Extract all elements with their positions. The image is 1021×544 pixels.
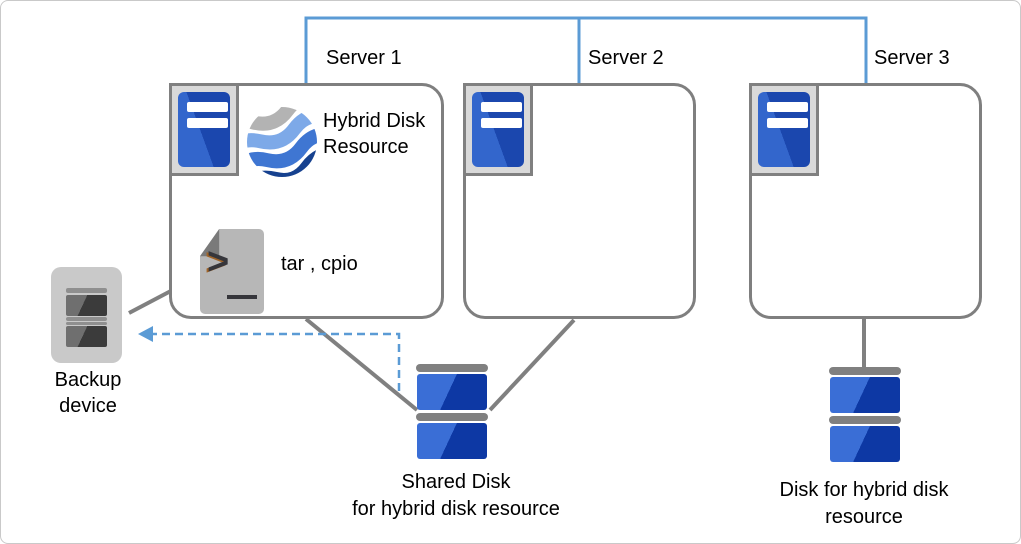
backup-device-slot (66, 326, 107, 347)
server2-shared-disk-line (488, 318, 576, 412)
server-icon (758, 92, 810, 167)
disk-unit (830, 426, 900, 462)
server1-label: Server 1 (326, 47, 402, 69)
backup-device-stripe (66, 317, 107, 321)
shared-disk-label-line1: Shared Disk (401, 471, 511, 493)
disk-unit (830, 377, 900, 413)
server-slot-bar (481, 102, 522, 112)
backup-copy-dashed-arrow (151, 332, 401, 391)
server3-label: Server 3 (874, 47, 950, 69)
shell-script-file-icon: > (200, 229, 264, 314)
backup-commands-label: tar , cpio (281, 253, 358, 275)
backup-device-label: Backup device (28, 367, 148, 419)
hybrid-disk-resource-label: Hybrid Disk Resource (323, 110, 426, 158)
terminal-underscore-glyph (227, 295, 257, 299)
shared-disk-label: Shared Disk for hybrid disk resource (331, 469, 581, 523)
hybrid-disk-label: Disk for hybrid disk resource (739, 477, 989, 531)
backup-device-label-line1: Backup (54, 369, 122, 391)
disk-cap (829, 416, 901, 424)
hybrid-disk-resource-icon (246, 106, 318, 178)
dashed-arrow-head-icon (138, 326, 153, 342)
disk-unit (417, 423, 487, 459)
server2-label: Server 2 (588, 47, 664, 69)
server1-shared-disk-line (304, 317, 419, 412)
hybrid-disk-label-line2: resource (825, 506, 903, 528)
shared-disk-icon (416, 364, 488, 459)
server-slot-bar (767, 102, 808, 112)
disk-cap (416, 364, 488, 372)
disk-cap (829, 367, 901, 375)
server-slot-bar (767, 118, 808, 128)
terminal-prompt-glyph: > (207, 241, 230, 283)
disk-unit (417, 374, 487, 410)
backup-device-label-line2: device (59, 395, 117, 417)
backup-device-stripe (66, 322, 107, 325)
hybrid-disk-label-line1: Disk for hybrid disk (779, 479, 949, 501)
server3-icon-frame (749, 83, 819, 176)
server-icon (178, 92, 230, 167)
hybrid-disk-icon (829, 367, 901, 462)
backup-device-stripe (66, 288, 107, 293)
backup-device-icon (51, 267, 122, 363)
server-icon (472, 92, 524, 167)
server2-icon-frame (463, 83, 533, 176)
server1-icon-frame (169, 83, 239, 176)
shared-disk-label-line2: for hybrid disk resource (352, 498, 560, 520)
server-slot-bar (187, 118, 228, 128)
backup-device-slot (66, 295, 107, 316)
server-slot-bar (481, 118, 522, 128)
disk-cap (416, 413, 488, 421)
server-slot-bar (187, 102, 228, 112)
